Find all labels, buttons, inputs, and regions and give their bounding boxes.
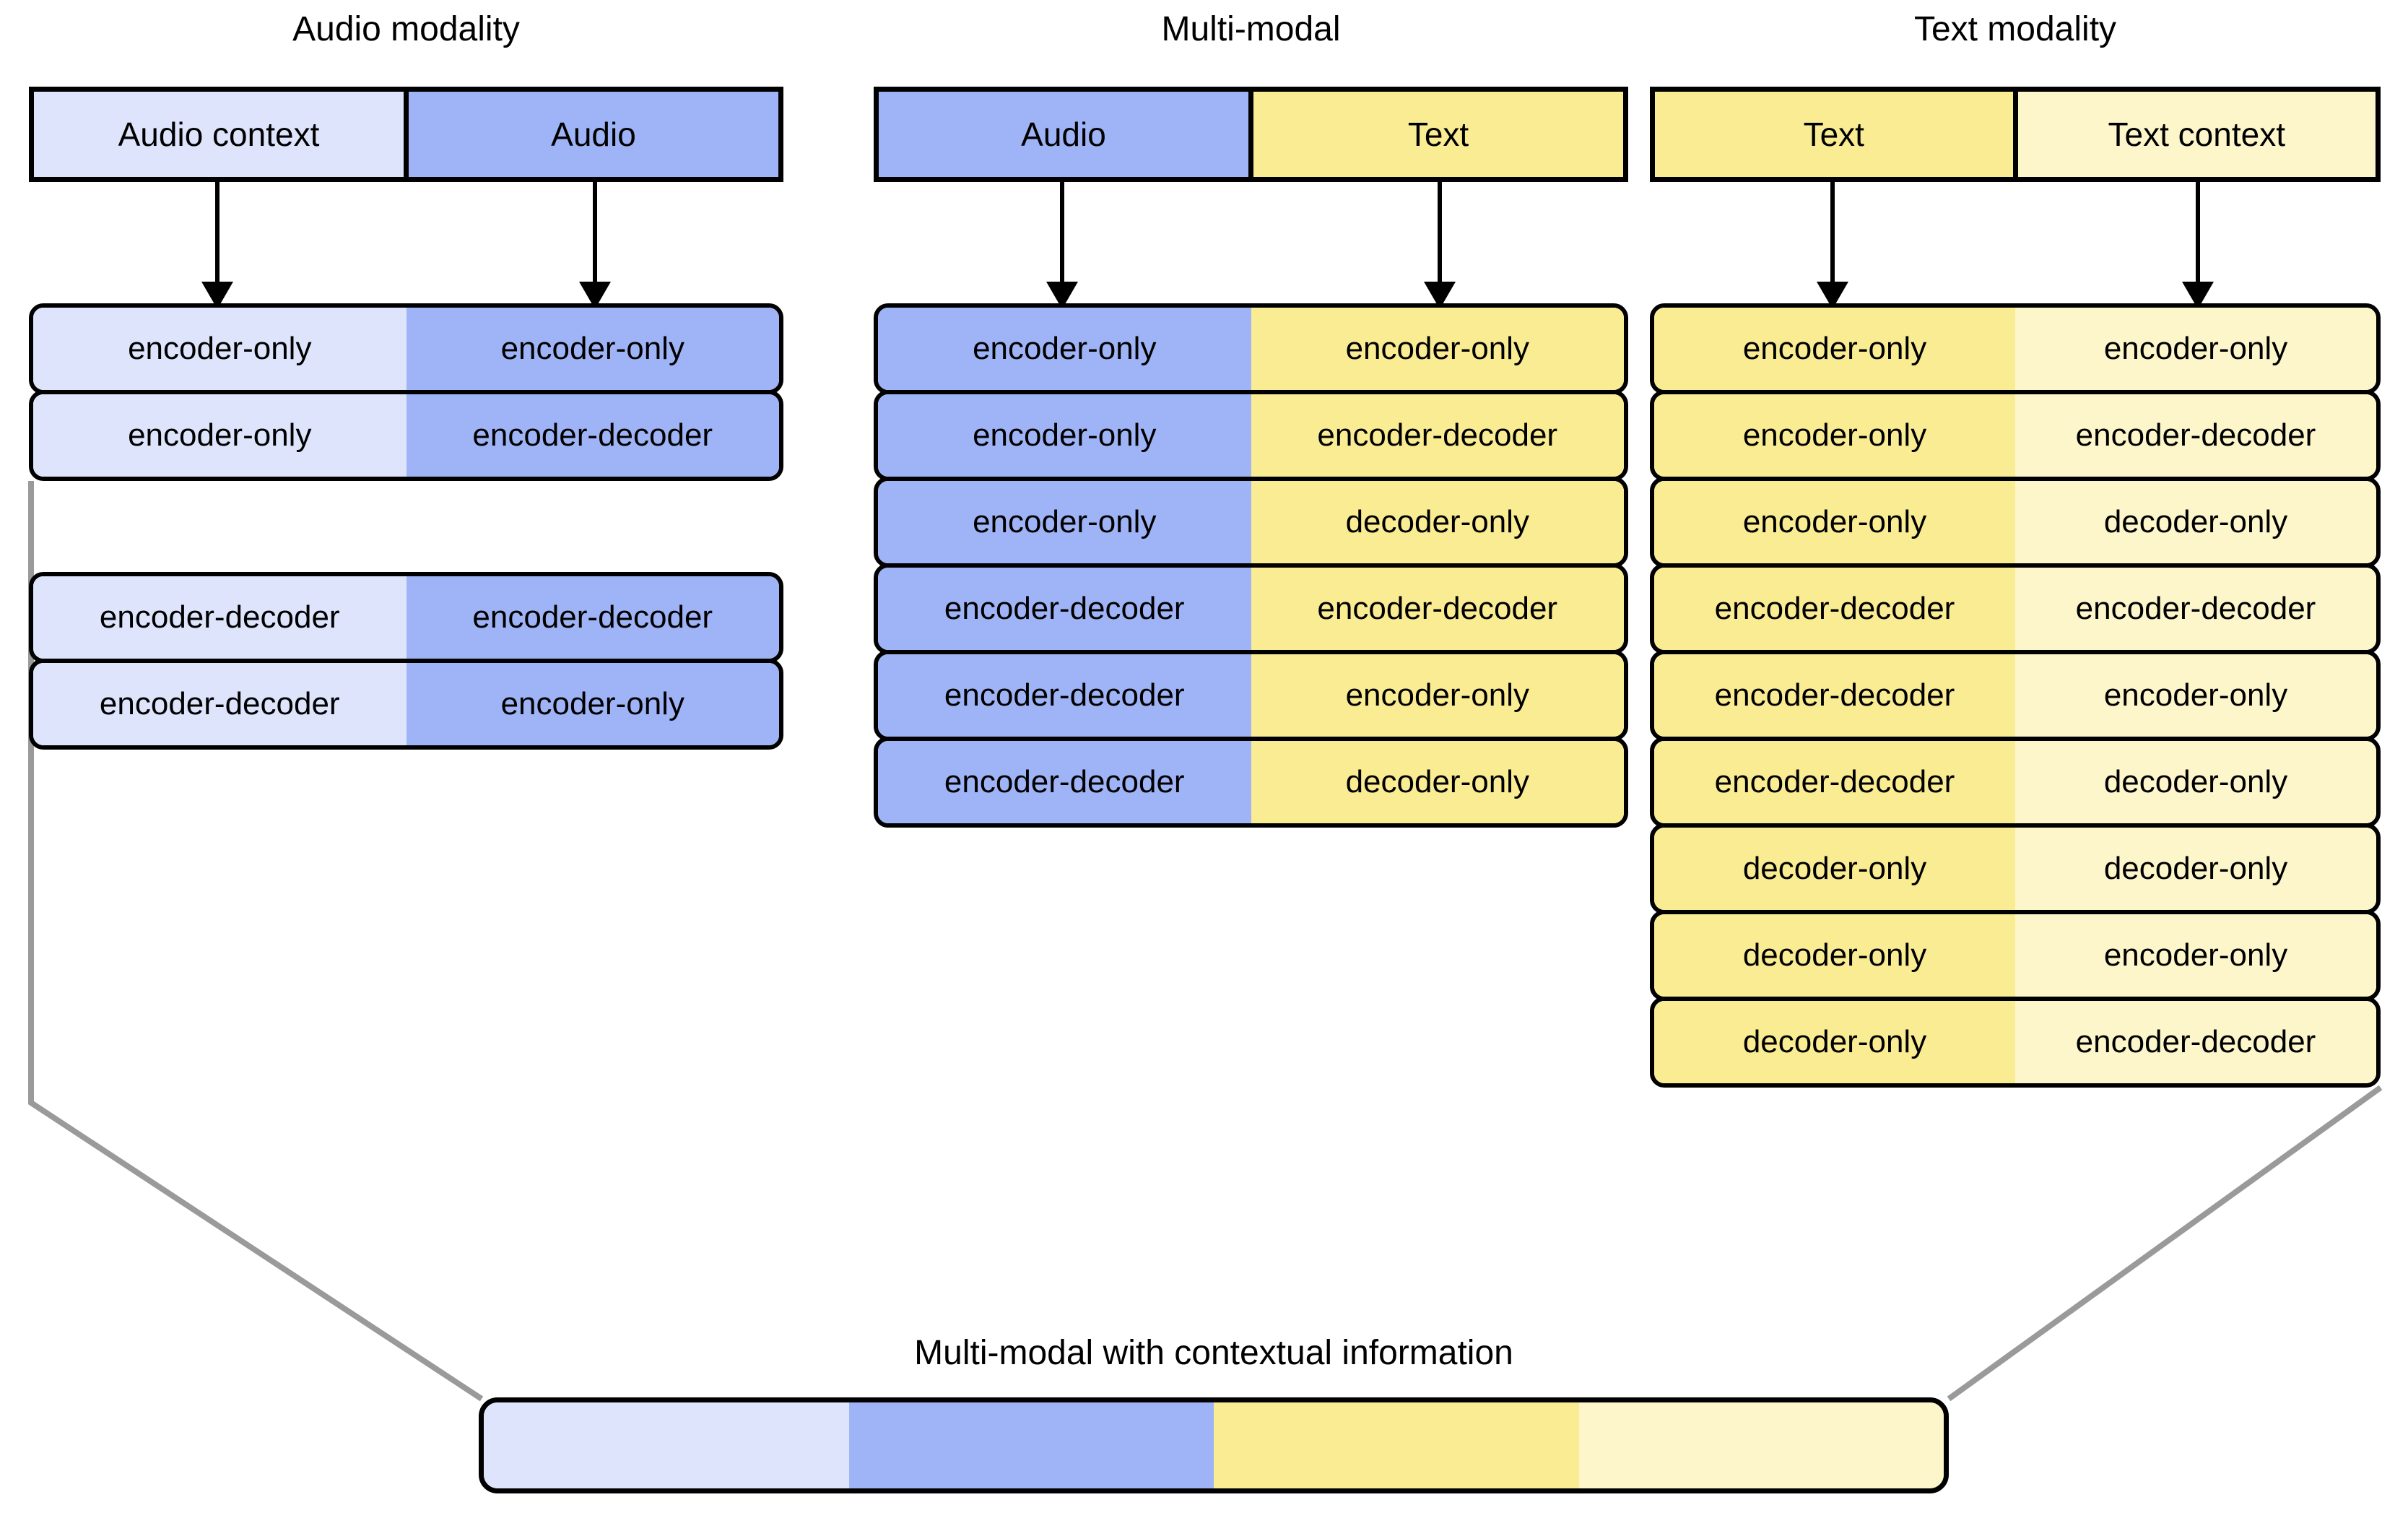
row-left-cell: encoder-only bbox=[878, 481, 1251, 563]
arrow-stem bbox=[2196, 182, 2200, 283]
audio-segment bbox=[848, 1402, 1214, 1488]
down-arrow bbox=[1817, 182, 1848, 309]
row-right-cell: encoder-only bbox=[2015, 308, 2376, 390]
row-left-cell: encoder-decoder bbox=[878, 741, 1251, 823]
header-cell-audio: Audio bbox=[409, 92, 778, 177]
row-left-cell: encoder-decoder bbox=[33, 663, 407, 745]
down-arrow bbox=[1423, 182, 1456, 309]
arrow-stem bbox=[1830, 182, 1835, 283]
row-left-cell: encoder-decoder bbox=[878, 654, 1251, 737]
column-title: Text modality bbox=[1913, 10, 2117, 48]
row-right-cell: encoder-only bbox=[1251, 654, 1624, 737]
row-left-cell: encoder-decoder bbox=[1654, 741, 2015, 823]
row-right-cell: encoder-only bbox=[1251, 308, 1624, 390]
row-left-cell: encoder-only bbox=[33, 308, 407, 390]
multimodal-header-bar: Audio Text bbox=[874, 87, 1628, 182]
arrow-stem bbox=[1437, 182, 1442, 283]
funnel-line-right bbox=[1947, 1085, 2383, 1402]
arrow-stem bbox=[1060, 182, 1065, 283]
row-right-cell: encoder-only bbox=[406, 663, 779, 745]
column-title: Audio modality bbox=[292, 10, 520, 48]
audio-context-segment bbox=[484, 1402, 849, 1488]
row-right-cell: encoder-decoder bbox=[406, 394, 779, 477]
row-left-cell: decoder-only bbox=[1654, 914, 2015, 997]
down-arrow bbox=[578, 182, 611, 309]
row-left-cell: decoder-only bbox=[1654, 828, 2015, 910]
row-right-cell: encoder-decoder bbox=[406, 576, 779, 659]
header-cell-audio-context: Audio context bbox=[34, 92, 409, 177]
row-left-cell: encoder-only bbox=[1654, 394, 2015, 477]
row-right-cell: encoder-only bbox=[2015, 654, 2376, 737]
row-right-cell: encoder-decoder bbox=[2015, 568, 2376, 650]
row-right-cell: encoder-decoder bbox=[1251, 394, 1624, 477]
row-left-cell: encoder-only bbox=[1654, 481, 2015, 563]
text-context-segment bbox=[1578, 1402, 1944, 1488]
row-left-cell: encoder-decoder bbox=[878, 568, 1251, 650]
row-right-cell: encoder-only bbox=[406, 308, 779, 390]
row-right-cell: encoder-decoder bbox=[1251, 568, 1624, 650]
down-arrow bbox=[201, 182, 234, 309]
bottom-title: Multi-modal with contextual information bbox=[914, 1334, 1513, 1372]
header-cell-audio: Audio bbox=[879, 92, 1253, 177]
row-right-cell: encoder-decoder bbox=[2015, 1001, 2376, 1083]
text-header-bar: Text Text context bbox=[1650, 87, 2381, 182]
header-cell-text-context: Text context bbox=[2017, 92, 2376, 177]
row-right-cell: decoder-only bbox=[2015, 741, 2376, 823]
arrow-stem bbox=[592, 182, 597, 283]
row-left-cell: encoder-only bbox=[878, 308, 1251, 390]
down-arrow bbox=[2182, 182, 2214, 309]
row-group-gap bbox=[29, 481, 783, 576]
row-right-cell: encoder-only bbox=[2015, 914, 2376, 997]
row-left-cell: encoder-only bbox=[33, 394, 407, 477]
multimodal-contextual-bar bbox=[479, 1397, 1949, 1493]
row-right-cell: decoder-only bbox=[1251, 481, 1624, 563]
row-right-cell: encoder-decoder bbox=[2015, 394, 2376, 477]
audio-header-bar: Audio context Audio bbox=[29, 87, 783, 182]
arrow-stem bbox=[215, 182, 220, 283]
row-right-cell: decoder-only bbox=[2015, 481, 2376, 563]
row-left-cell: encoder-only bbox=[1654, 308, 2015, 390]
column-title: Multi-modal bbox=[1161, 10, 1341, 48]
down-arrow bbox=[1046, 182, 1079, 309]
row-left-cell: decoder-only bbox=[1654, 1001, 2015, 1083]
row-right-cell: decoder-only bbox=[1251, 741, 1624, 823]
row-left-cell: encoder-decoder bbox=[33, 576, 407, 659]
row-left-cell: encoder-decoder bbox=[1654, 654, 2015, 737]
row-right-cell: decoder-only bbox=[2015, 828, 2376, 910]
header-cell-text: Text bbox=[1655, 92, 2018, 177]
row-left-cell: encoder-only bbox=[878, 394, 1251, 477]
row-left-cell: encoder-decoder bbox=[1654, 568, 2015, 650]
text-segment bbox=[1214, 1402, 1579, 1488]
header-cell-text: Text bbox=[1253, 92, 1623, 177]
